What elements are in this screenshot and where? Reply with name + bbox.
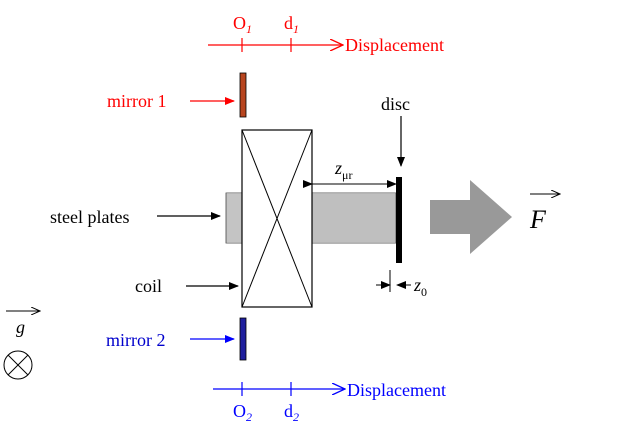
bottom-axis-label: Displacement: [347, 380, 446, 400]
coil-label: coil: [135, 276, 162, 296]
gravity-indicator: g: [3, 311, 40, 380]
disc: [396, 177, 402, 263]
bottom-mark-label: d2: [284, 401, 299, 424]
top-axis-label: Displacement: [345, 35, 444, 55]
top-displacement-axis: O1 d1 Displacement: [208, 13, 444, 55]
force-label: F: [529, 205, 547, 234]
disc-label: disc: [381, 94, 410, 114]
bottom-displacement-axis: O2 d2 Displacement: [213, 380, 446, 424]
gravity-label: g: [16, 317, 25, 337]
circle-cross-icon: [3, 350, 33, 380]
gap-main-label: zμr: [334, 158, 352, 182]
coil: [241, 129, 313, 308]
top-mark-label: d1: [284, 13, 299, 36]
gap-dimension-small: z0: [376, 270, 427, 299]
gap-dimension-main: zμr: [303, 158, 397, 188]
mirror-2-label: mirror 2: [106, 330, 165, 350]
steel-plates-label: steel plates: [50, 207, 129, 227]
steel-plates-left: [225, 192, 243, 244]
steel-plates-right: [311, 192, 397, 244]
bottom-origin-label: O2: [233, 401, 252, 424]
force-vector: F: [529, 194, 560, 234]
mirror-1: [239, 72, 247, 118]
block-arrow-icon: [430, 180, 512, 254]
mirror-2: [239, 317, 247, 361]
gap-small-label: z0: [413, 275, 427, 299]
top-origin-label: O1: [233, 13, 252, 36]
mirror-1-label: mirror 1: [107, 91, 166, 111]
